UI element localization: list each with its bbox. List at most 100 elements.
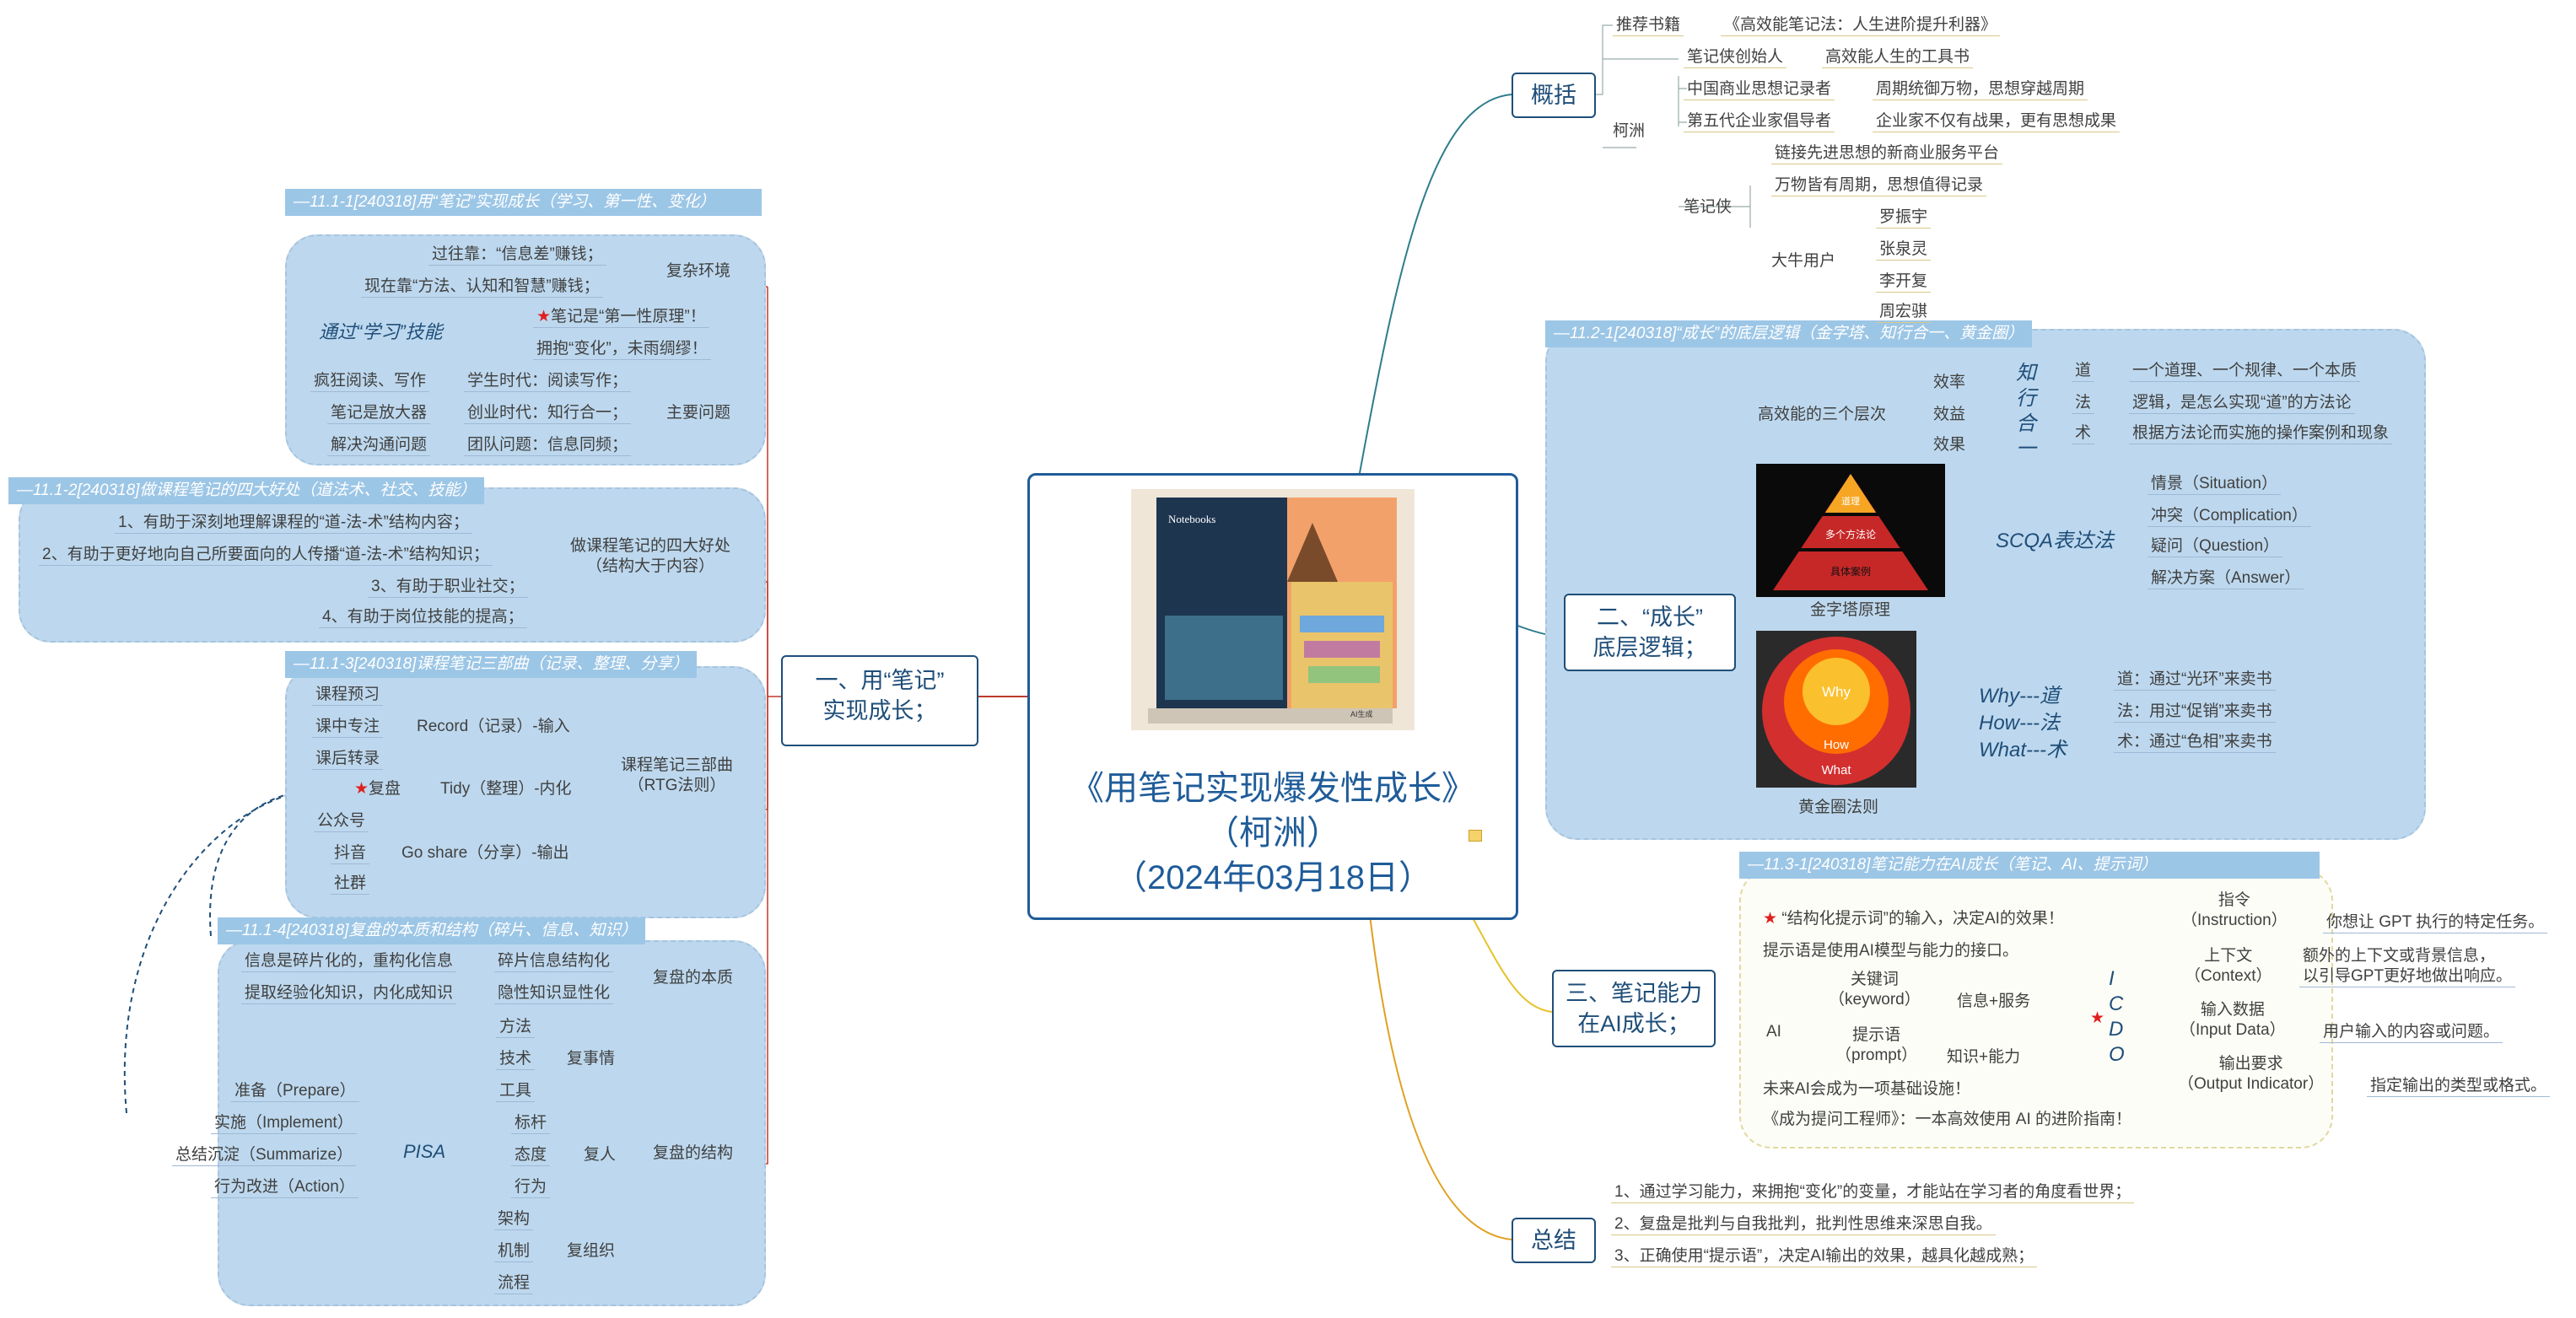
what-text: What — [1821, 763, 1851, 777]
golden-label: 黄金圈法则 — [1798, 799, 1879, 816]
bull-3: 李开复 — [1876, 272, 1932, 293]
jishu: 技术 — [496, 1049, 536, 1070]
embrace-change: 拥抱“变化”，未雨绸缪！ — [533, 339, 711, 360]
now-text: 现在靠“方法、认知和智慧”赚钱； — [361, 277, 603, 298]
founder: 高效能人生的工具书 — [1822, 47, 1974, 68]
taidu: 态度 — [511, 1145, 551, 1166]
branch-gaikuo[interactable]: 概括 — [1512, 73, 1596, 118]
benefits-label: 做课程笔记的四大好处 （结构大于内容） — [570, 537, 731, 575]
bjx-1: 链接先进思想的新商业服务平台 — [1771, 143, 2003, 164]
pyramid-top-text: 道理 — [1841, 495, 1860, 507]
central-date: （2024年03月18日） — [1113, 859, 1432, 896]
section-11-2-1-caption: —11.2-1[240318]“成长”的底层逻辑（金字塔、知行合一、黄金圈） — [1545, 320, 2033, 347]
benefit-4: 4、有助于岗位技能的提高； — [319, 607, 527, 628]
book-cover-image: Notebooks AI生成 — [1131, 489, 1415, 730]
gongju: 工具 — [496, 1081, 536, 1102]
complication: 冲突（Complication） — [2148, 506, 2311, 527]
section-11-3-1-cloud — [1739, 869, 2333, 1149]
book-ai-badge: AI生成 — [1350, 709, 1373, 718]
review: ★复盘 — [354, 780, 401, 798]
central-author: （柯洲） — [1205, 815, 1340, 852]
section-11-2-1-cloud — [1545, 329, 2426, 840]
output-desc: 指定输出的类型或格式。 — [2367, 1076, 2551, 1097]
summary-1: 1、通过学习能力，来拥抱“变化”的变量，才能站在学习者的角度看世界； — [1611, 1182, 2135, 1203]
bull-label: 大牛用户 — [1771, 252, 1836, 270]
comm: 解决沟通问题 — [327, 435, 431, 456]
after: 课后转录 — [312, 749, 384, 770]
bull-2: 张泉灵 — [1876, 239, 1932, 261]
jizhi: 机制 — [494, 1241, 534, 1262]
founder-label: 笔记侠创始人 — [1684, 47, 1787, 68]
branch-growth-logic[interactable]: 二、“成长” 底层逻辑； — [1564, 594, 1736, 671]
central-topic[interactable]: Notebooks AI生成 《用笔记实现爆发性成长》 （柯洲） （2024年0… — [1027, 473, 1518, 920]
pisa: PISA — [403, 1141, 446, 1162]
section-11-4-caption: —11.1-4[240318]复盘的本质和结构（碎片、信息、知识） — [218, 917, 646, 944]
icdo: I C D O — [2109, 967, 2125, 1066]
answer: 解决方案（Answer） — [2148, 568, 2304, 589]
pyramid-bottom-text: 具体案例 — [1830, 565, 1871, 578]
branch-ai-growth[interactable]: 三、笔记能力 在AI成长； — [1552, 970, 1716, 1047]
section-11-2-caption: —11.1-2[240318]做课程笔记的四大好处（道法术、社交、技能） — [8, 477, 485, 504]
keyword: 关键词 （keyword） — [1829, 971, 1921, 1009]
essence: 复盘的本质 — [653, 969, 734, 987]
prompt: 提示语 （prompt） — [1835, 1026, 1918, 1064]
kezhou-label: 柯洲 — [1613, 122, 1646, 140]
douyin: 抖音 — [331, 843, 370, 864]
fangfa: 方法 — [496, 1017, 536, 1038]
fa-label: 法 — [2072, 393, 2095, 414]
frag: 信息是碎片化的，重构化信息 — [241, 951, 457, 972]
implement: 实施（Implement） — [211, 1113, 357, 1134]
xingwei: 行为 — [511, 1177, 551, 1198]
via-learning: 通过“学习”技能 — [319, 321, 443, 342]
focus: 课中专注 — [312, 717, 384, 738]
bull-1: 罗振宇 — [1876, 207, 1932, 229]
book-cover-text: Notebooks — [1168, 513, 1215, 525]
instruction-desc: 你想让 GPT 执行的特定任务。 — [2323, 912, 2548, 933]
section-11-4-cloud — [218, 940, 766, 1306]
startup-era: 创业时代：知行合一； — [464, 403, 632, 424]
tidy: Tidy（整理）-内化 — [440, 780, 572, 798]
trilogy: 课程笔记三部曲 （RTG法则） — [621, 756, 734, 794]
instruction: 指令 （Instruction） — [2181, 891, 2288, 929]
complex-env: 复杂环境 — [666, 262, 731, 280]
ai-s1: ★ “结构化提示词”的输入，决定AI的效果！ — [1763, 910, 2064, 928]
ai-s3: 未来AI会成为一项基础设施！ — [1763, 1080, 1970, 1098]
biaogan: 标杆 — [511, 1113, 551, 1134]
star-icon: ★ — [354, 780, 369, 798]
dao-desc: 一个道理、一个规律、一个本质 — [2129, 361, 2361, 382]
fa-desc: 逻辑，是怎么实现“道”的方法论 — [2129, 393, 2355, 414]
note-icon[interactable] — [1469, 830, 1482, 842]
w3: 术：通过“色相”来卖书 — [2114, 732, 2276, 753]
xiaoguo: 效果 — [1933, 436, 1966, 454]
central-title: 《用笔记实现爆发性成长》 — [1070, 770, 1475, 807]
section-11-1-caption: —11.1-1[240318]用“笔记”实现成长（学习、第一性、变化） — [285, 189, 762, 216]
branch-notes-growth[interactable]: 一、用“笔记” 实现成长； — [781, 655, 978, 746]
pyramid-label: 金字塔原理 — [1810, 601, 1891, 619]
pyramid-mid-text: 多个方法论 — [1825, 528, 1876, 541]
branch-zongjie[interactable]: 总结 — [1512, 1218, 1596, 1263]
section-11-3-caption: —11.1-3[240318]课程笔记三部曲（记录、整理、分享） — [285, 651, 698, 678]
thinker-label: 中国商业思想记录者 — [1684, 79, 1835, 100]
liucheng: 流程 — [494, 1273, 534, 1294]
rec-book-label: 推荐书籍 — [1613, 15, 1684, 36]
situation: 情景（Situation） — [2148, 474, 2281, 495]
main-issue: 主要问题 — [666, 404, 731, 422]
bjx-label: 笔记侠 — [1684, 198, 1733, 216]
benefit-3: 3、有助于职业社交； — [368, 577, 528, 598]
ai-s2: 提示语是使用AI模型与能力的接口。 — [1763, 942, 2018, 960]
past-text: 过往靠：“信息差”赚钱； — [428, 245, 606, 266]
xiaolv: 效率 — [1933, 374, 1966, 391]
info-service: 信息+服务 — [1957, 993, 2031, 1010]
frag-struct: 碎片信息结构化 — [494, 951, 614, 972]
action: 行为改进（Action） — [211, 1177, 358, 1198]
context-desc: 额外的上下文或背景信息， 以引导GPT更好地做出响应。 — [2299, 946, 2516, 987]
pyramid-image: 道理 多个方法论 具体案例 — [1756, 464, 1945, 597]
icdo-star-icon: ★ — [2090, 1009, 2105, 1027]
output: 输出要求 （Output Indicator） — [2178, 1055, 2325, 1093]
gzh: 公众号 — [314, 811, 369, 832]
w1: 道：通过“光环”来卖书 — [2114, 670, 2276, 691]
scqa-label: SCQA表达法 — [1996, 530, 2115, 552]
share: Go share（分享）-输出 — [401, 844, 569, 862]
tacit: 隐性知识显性化 — [494, 983, 614, 1004]
star-icon: ★ — [1763, 910, 1782, 928]
